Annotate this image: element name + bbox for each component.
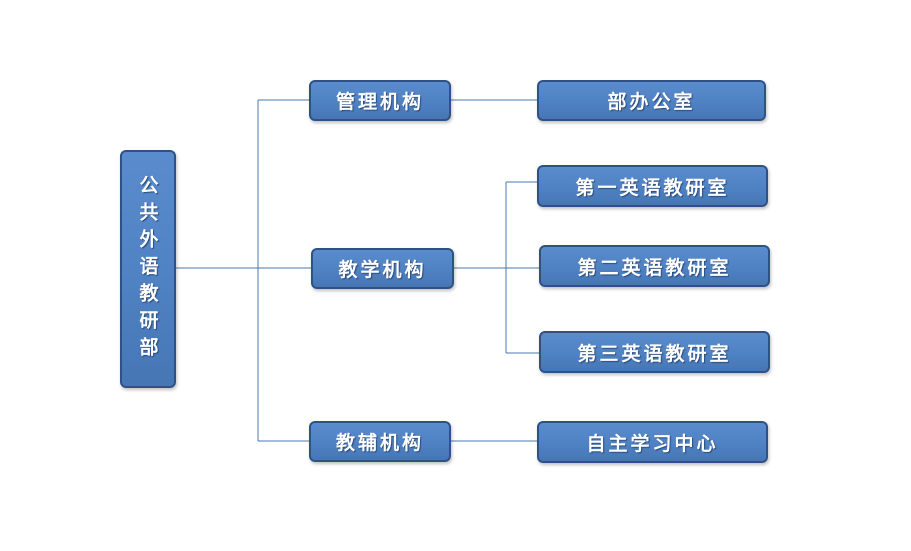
- node-english-section-1: 第一英语教研室: [537, 165, 768, 207]
- node-office: 部办公室: [537, 80, 766, 121]
- root-node-department: 公共外语教研部: [120, 150, 176, 388]
- node-management: 管理机构: [309, 80, 451, 121]
- node-self-learning-center: 自主学习中心: [537, 421, 768, 463]
- node-support: 教辅机构: [309, 421, 451, 462]
- node-english-section-3: 第三英语教研室: [539, 331, 770, 373]
- node-english-section-2: 第二英语教研室: [539, 245, 770, 287]
- node-teaching: 教学机构: [311, 248, 454, 289]
